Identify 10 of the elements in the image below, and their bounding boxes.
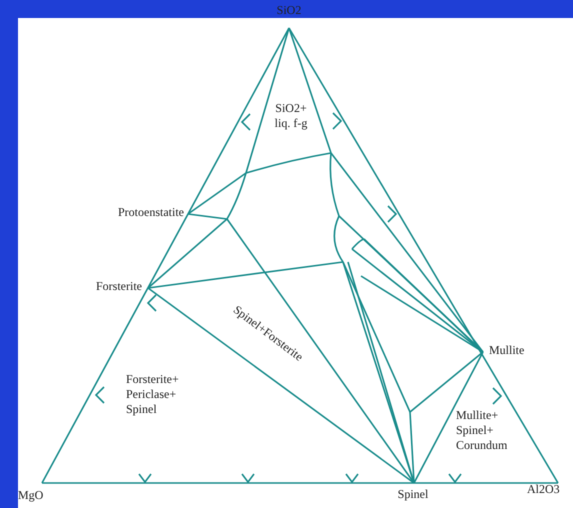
phase-label: SiO2+ liq. f-g bbox=[274, 101, 308, 131]
phase-label: Forsterite+ Periclase+ Spinel bbox=[126, 372, 180, 417]
phase-label: SiO2 bbox=[276, 3, 302, 18]
phase-label: MgO bbox=[18, 488, 44, 503]
phase-label: Spinel bbox=[396, 487, 430, 502]
phase-label: Protoenstatite bbox=[117, 205, 184, 220]
phase-label: Mullite+ Spinel+ Corundum bbox=[456, 408, 508, 453]
phase-label: Al2O3 bbox=[527, 482, 561, 497]
phase-label: Forsterite bbox=[95, 279, 142, 294]
phase-label: Mullite bbox=[489, 343, 526, 358]
